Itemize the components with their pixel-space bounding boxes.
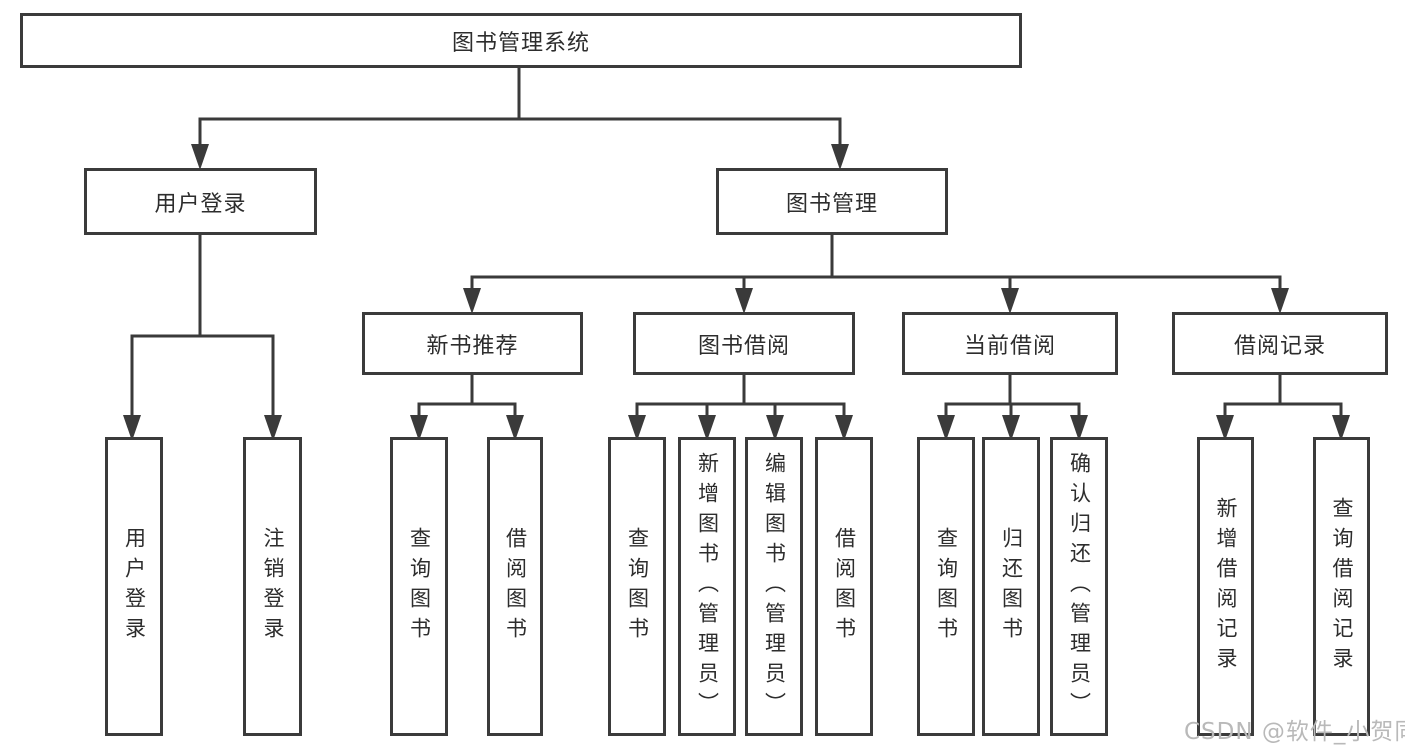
leaf-label: 编辑图书（管理员） bbox=[762, 451, 787, 722]
leaf-label: 借阅图书 bbox=[503, 526, 528, 647]
leaf-label: 新增借阅记录 bbox=[1214, 496, 1238, 677]
leaf-edit-book-admin: 编辑图书（管理员） bbox=[745, 437, 803, 736]
node-label: 新书推荐 bbox=[426, 333, 519, 359]
node-current-borrow: 当前借阅 bbox=[902, 312, 1118, 375]
leaf-user-login: 用户登录 bbox=[105, 437, 163, 736]
node-label: 图书借阅 bbox=[697, 333, 790, 359]
leaf-return-book: 归还图书 bbox=[982, 437, 1040, 736]
node-book-management-branch: 图书管理 bbox=[716, 168, 948, 235]
node-borrow-record: 借阅记录 bbox=[1172, 312, 1388, 375]
leaf-add-book-admin: 新增图书（管理员） bbox=[678, 437, 736, 736]
leaf-label: 新增图书（管理员） bbox=[695, 451, 720, 722]
leaf-label: 归还图书 bbox=[999, 526, 1024, 647]
leaf-recommend-query-book: 查询图书 bbox=[390, 437, 448, 736]
leaf-label: 注销登录 bbox=[261, 526, 285, 647]
leaf-label: 借阅图书 bbox=[832, 526, 857, 647]
node-user-login-branch: 用户登录 bbox=[84, 168, 317, 235]
leaf-label: 用户登录 bbox=[122, 526, 147, 647]
leaf-label: 查询图书 bbox=[625, 526, 650, 647]
leaf-logout: 注销登录 bbox=[243, 437, 302, 736]
leaf-label: 查询借阅记录 bbox=[1330, 496, 1354, 677]
node-book-borrow: 图书借阅 bbox=[633, 312, 855, 375]
node-library-management-system: 图书管理系统 bbox=[20, 13, 1022, 68]
node-new-book-recommend: 新书推荐 bbox=[362, 312, 583, 375]
leaf-borrow-query-book: 查询图书 bbox=[608, 437, 666, 736]
node-label: 借阅记录 bbox=[1233, 333, 1326, 359]
node-label: 图书管理 bbox=[785, 191, 878, 217]
node-label: 图书管理系统 bbox=[451, 30, 590, 56]
leaf-label: 确认归还（管理员） bbox=[1067, 451, 1092, 722]
leaf-borrow-book: 借阅图书 bbox=[815, 437, 873, 736]
leaf-confirm-return-admin: 确认归还（管理员） bbox=[1050, 437, 1108, 736]
leaf-recommend-borrow-book: 借阅图书 bbox=[487, 437, 543, 736]
arrowheads bbox=[123, 144, 1350, 441]
csdn-watermark: CSDN @软件_小贺同学 bbox=[1184, 719, 1405, 745]
node-label: 用户登录 bbox=[154, 191, 247, 217]
leaf-current-query-book: 查询图书 bbox=[917, 437, 975, 736]
node-label: 当前借阅 bbox=[963, 333, 1056, 359]
leaf-add-borrow-record: 新增借阅记录 bbox=[1197, 437, 1254, 736]
leaf-query-borrow-record: 查询借阅记录 bbox=[1313, 437, 1370, 736]
leaf-label: 查询图书 bbox=[407, 526, 432, 647]
leaf-label: 查询图书 bbox=[934, 526, 959, 647]
